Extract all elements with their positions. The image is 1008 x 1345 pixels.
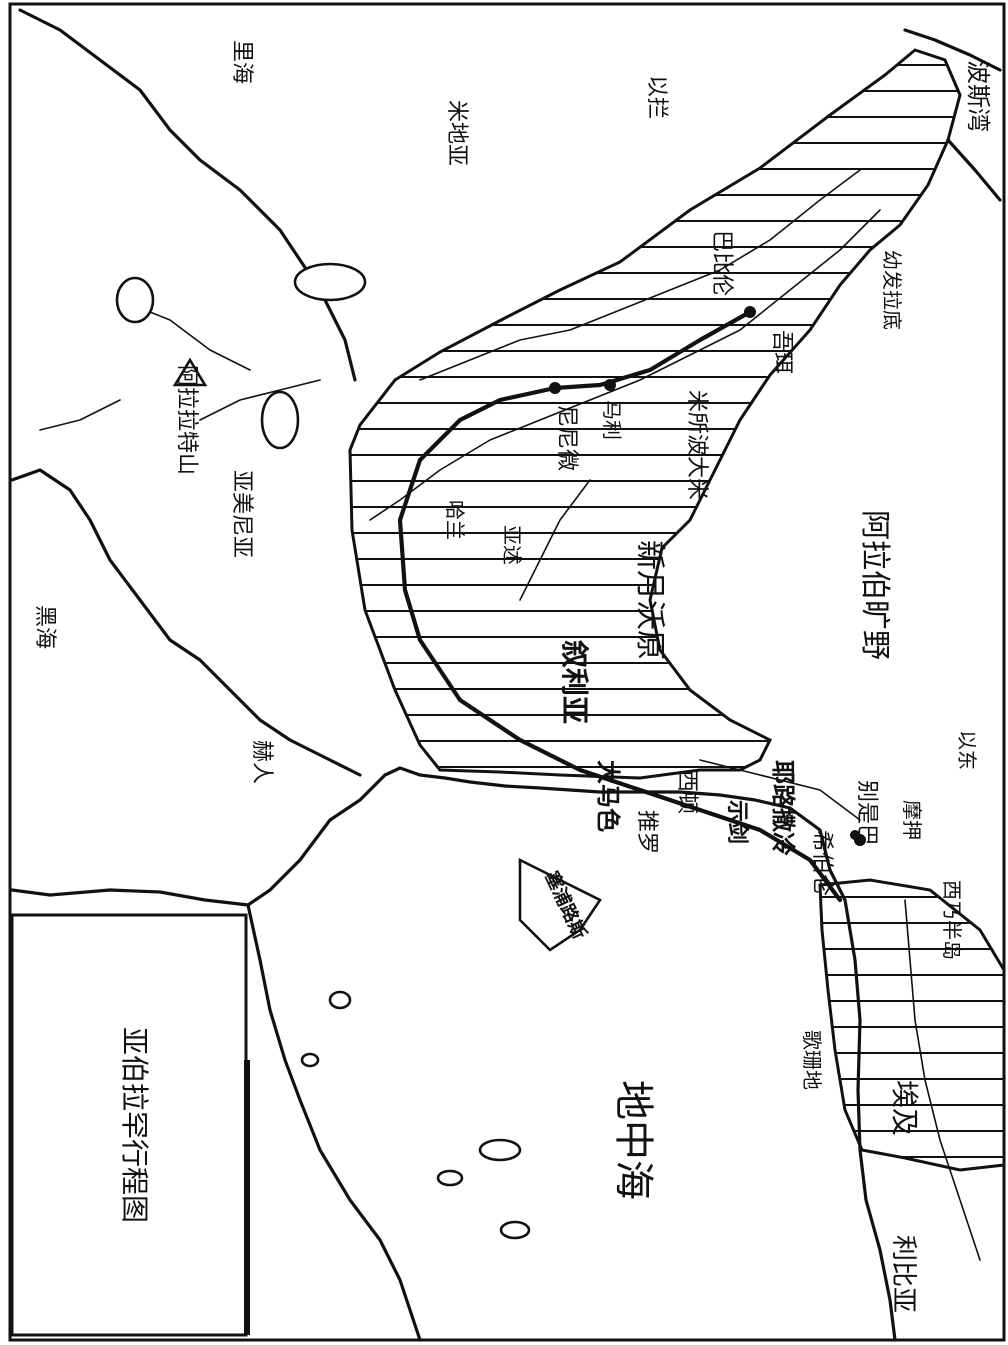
island-b: [260, 390, 300, 450]
label-sidon: 西顿: [674, 770, 699, 814]
label-mountains-top: 米地亚: [444, 100, 469, 166]
island-d: [478, 1138, 522, 1162]
aegean-coast: [246, 903, 422, 1342]
nile-river: [904, 899, 981, 1261]
jordan-river: [699, 759, 861, 821]
label-tyre: 推罗: [634, 810, 659, 854]
ur-marker: [744, 306, 756, 318]
euphrates-river: [369, 209, 881, 521]
label-euphrates: 幼发拉底: [880, 250, 904, 330]
label-ararat: 阿拉拉特山: [174, 365, 199, 475]
map-frame: [8, 2, 1006, 1342]
caspian-coast: [18, 8, 357, 382]
title-box-edge: [244, 1060, 250, 1335]
label-haran: 哈兰: [443, 500, 467, 540]
abraham-route: [397, 309, 843, 903]
fertile-crescent-region: [348, 48, 962, 780]
label-persian-gulf: 波斯湾: [964, 60, 992, 132]
island-h: [499, 1220, 531, 1240]
label-armenia: 亚美尼亚: [229, 470, 254, 558]
label-nineveh: 尼尼微: [554, 405, 579, 471]
mari-marker: [549, 382, 561, 394]
label-caspian-sea: 里海: [229, 40, 254, 84]
label-elam: 以拦: [644, 75, 669, 119]
label-goshen: 歌珊地: [800, 1030, 824, 1090]
label-hittite: 赫人: [249, 740, 274, 784]
label-edom: 以东: [955, 730, 979, 770]
label-mari: 马利: [600, 400, 624, 440]
island-g: [300, 1052, 320, 1068]
label-arabian-desert: 阿拉伯旷野: [857, 510, 892, 660]
label-assyria: 亚述: [500, 525, 524, 565]
southern-coast: [828, 868, 897, 1342]
tributary-2: [199, 379, 321, 421]
island-c: [115, 276, 155, 324]
black-sea-coast: [10, 468, 362, 777]
cyprus-island: [518, 857, 602, 952]
label-jerusalem: 耶路撒冷: [769, 760, 797, 856]
label-mesopotamia: 米所波大米: [684, 390, 709, 500]
mediterranean-coast: [10, 766, 832, 907]
label-moab: 摩押: [900, 800, 924, 840]
label-sinai: 西乃半岛: [940, 880, 964, 960]
island-f: [328, 990, 352, 1010]
island-e: [436, 1169, 464, 1187]
label-ur: 吾珥: [769, 330, 794, 374]
label-libya: 利比亚: [888, 1235, 918, 1313]
label-beersheba: 别是巴: [854, 780, 879, 846]
tigris-river: [419, 169, 861, 381]
label-fertile-crescent: 新月沃原: [632, 540, 667, 660]
tributary-1: [519, 479, 591, 601]
persian-gulf-coast: [903, 28, 1002, 72]
tributary-4: [39, 399, 121, 431]
island-a: [293, 262, 367, 302]
label-babylonia: 巴比伦: [709, 230, 734, 296]
map-title: 亚伯拉罕行程图: [118, 1027, 151, 1223]
gulf-shore: [946, 138, 1002, 202]
label-mediterranean: 地中海: [610, 1080, 656, 1200]
label-egypt: 埃及: [888, 1080, 921, 1136]
label-shechem: 示剑: [724, 800, 750, 844]
jerusalem-marker: [850, 830, 860, 840]
label-black-sea: 黑海: [32, 605, 57, 649]
label-damascus: 大马色: [594, 760, 622, 832]
mountain-ararat-marker: [172, 357, 208, 387]
nineveh-marker: [604, 379, 616, 391]
label-aram-syria: 叙利亚: [558, 640, 591, 724]
label-hebron: 希伯仑: [809, 830, 834, 896]
egypt-hatched-region: [818, 878, 1006, 1172]
